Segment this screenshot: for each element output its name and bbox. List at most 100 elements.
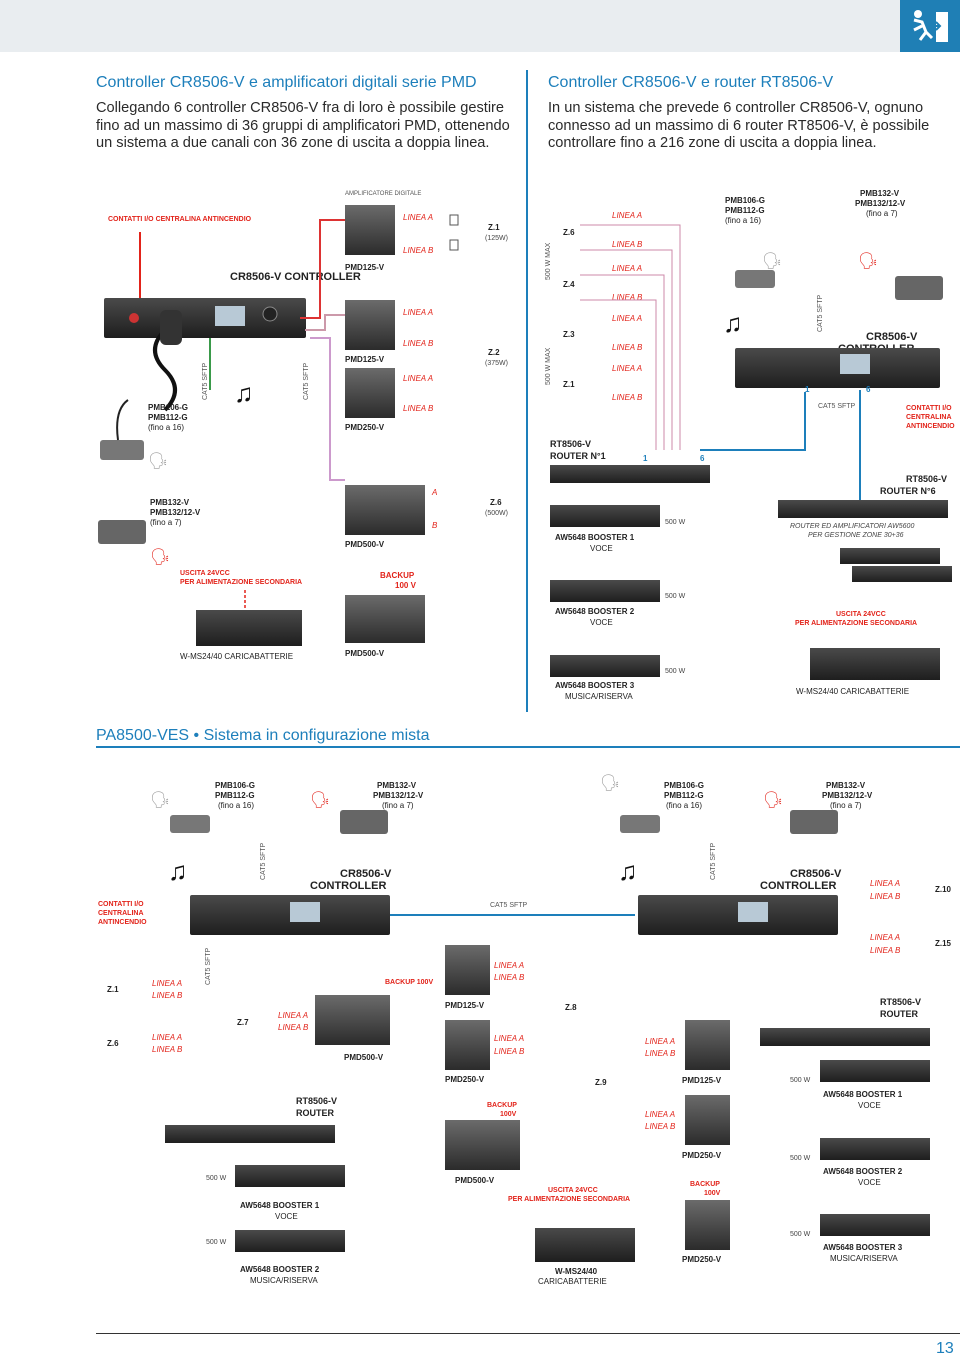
svg-text:Z.10: Z.10 xyxy=(935,885,952,894)
section-text-pmd: Collegando 6 controller CR8506-V fra di … xyxy=(96,100,510,151)
svg-text:Z.8: Z.8 xyxy=(565,1003,577,1012)
svg-text:LINEA B: LINEA B xyxy=(152,991,183,1000)
svg-text:LINEA B: LINEA B xyxy=(278,1023,309,1032)
booster1-device xyxy=(550,505,660,527)
svg-text:Z.1: Z.1 xyxy=(488,223,500,232)
section-text-router: In un sistema che prevede 6 controller C… xyxy=(548,100,930,151)
svg-text:LINEA A: LINEA A xyxy=(870,933,900,942)
pmd500-device-1 xyxy=(345,485,425,535)
pmd125-device-m2 xyxy=(685,1020,730,1070)
svg-text:Z.4: Z.4 xyxy=(563,280,575,289)
svg-text:LINEA B: LINEA B xyxy=(403,404,434,413)
svg-text:CAT5 SFTP: CAT5 SFTP xyxy=(817,294,824,332)
svg-text:LINEA B: LINEA B xyxy=(645,1049,676,1058)
svg-text:PMD500-V: PMD500-V xyxy=(345,649,385,658)
svg-text:W-MS24/40 CARICABATTERIE: W-MS24/40 CARICABATTERIE xyxy=(796,687,909,696)
svg-text:1: 1 xyxy=(805,385,810,394)
paging-mic-r1 xyxy=(735,270,775,288)
section-title-router: Controller CR8506-V e router RT8506-V xyxy=(548,74,834,91)
svg-text:LINEA B: LINEA B xyxy=(612,393,643,402)
svg-text:CAT5 SFTP: CAT5 SFTP xyxy=(818,403,856,410)
svg-text:500 W MAX: 500 W MAX xyxy=(545,242,552,280)
svg-text:PMD125-V: PMD125-V xyxy=(345,263,385,272)
svg-text:PMD125-V: PMD125-V xyxy=(445,1001,485,1010)
amp-dig-label: AMPLIFICATORE DIGITALE xyxy=(345,191,421,197)
svg-text:CAT5 SFTP: CAT5 SFTP xyxy=(202,362,209,400)
svg-text:LINEA A: LINEA A xyxy=(403,213,433,222)
svg-text:PMD250-V: PMD250-V xyxy=(682,1255,722,1264)
svg-text:LINEA B: LINEA B xyxy=(494,1047,525,1056)
svg-text:LINEA B: LINEA B xyxy=(494,973,525,982)
music-note-icon: ♫ xyxy=(234,378,254,408)
svg-text:LINEA A: LINEA A xyxy=(403,374,433,383)
svg-text:LINEA A: LINEA A xyxy=(612,264,642,273)
section-title-pmd: Controller CR8506-V e amplificatori digi… xyxy=(96,74,477,91)
svg-text:LINEA B: LINEA B xyxy=(612,293,643,302)
svg-text:PMD500-V: PMD500-V xyxy=(345,540,385,549)
contatti-label: CONTATTI I/O CENTRALINA ANTINCENDIO xyxy=(108,216,252,223)
speaking-head-red-icon-m2: 🗣 xyxy=(763,791,783,809)
svg-text:PMD125-V: PMD125-V xyxy=(682,1076,722,1085)
charger-device-m xyxy=(535,1228,635,1262)
svg-text:LINEA A: LINEA A xyxy=(152,979,182,988)
speaking-head-red-icon: 🗣 xyxy=(150,548,170,566)
diagram-router: 500 W MAX 500 W MAX Z.6 Z.4 Z.3 Z.1 LINE… xyxy=(545,189,955,701)
svg-text:(500W): (500W) xyxy=(485,510,508,517)
speaking-head-icon-m2: 🗣 xyxy=(600,774,620,792)
svg-text:PMD125-V: PMD125-V xyxy=(345,355,385,364)
controller-label: CR8506-V CONTROLLER xyxy=(230,271,361,283)
svg-text:CAT5 SFTP: CAT5 SFTP xyxy=(303,362,310,400)
svg-text:Z.6: Z.6 xyxy=(563,228,575,237)
svg-text:LINEA A: LINEA A xyxy=(612,364,642,373)
svg-text:500 W MAX: 500 W MAX xyxy=(545,347,552,385)
svg-text:6: 6 xyxy=(700,454,705,463)
svg-text:LINEA A: LINEA A xyxy=(403,308,433,317)
booster2-device xyxy=(550,580,660,602)
svg-text:LINEA B: LINEA B xyxy=(403,339,434,348)
svg-text:LINEA A: LINEA A xyxy=(612,211,642,220)
music-note-icon-r: ♫ xyxy=(723,308,743,338)
pmd250-device-m3 xyxy=(685,1200,730,1250)
pmd250-device-m2 xyxy=(685,1095,730,1145)
svg-text:Z.1: Z.1 xyxy=(107,985,119,994)
svg-text:LINEA B: LINEA B xyxy=(645,1122,676,1131)
svg-text:500 W: 500 W xyxy=(665,593,686,600)
svg-text:Z.1: Z.1 xyxy=(563,380,575,389)
pmd125-device-m xyxy=(445,945,490,995)
svg-text:500 W: 500 W xyxy=(206,1175,227,1182)
svg-text:BACKUP 100V: BACKUP 100V xyxy=(385,979,433,986)
svg-text:Z.9: Z.9 xyxy=(595,1078,607,1087)
section-title-mixed: PA8500-VES • Sistema in configurazione m… xyxy=(96,727,430,744)
svg-text:500 W: 500 W xyxy=(790,1155,811,1162)
music-note-icon-m2: ♫ xyxy=(618,856,638,886)
svg-text:Z.3: Z.3 xyxy=(563,330,575,339)
svg-text:Z.6: Z.6 xyxy=(107,1039,119,1048)
svg-text:CAT5 SFTP: CAT5 SFTP xyxy=(260,842,267,880)
svg-text:Z.7: Z.7 xyxy=(237,1018,249,1027)
svg-text:CAT5 SFTP: CAT5 SFTP xyxy=(490,902,528,909)
music-note-icon-m1: ♫ xyxy=(168,856,188,886)
router6-device xyxy=(778,500,948,518)
svg-text:LINEA B: LINEA B xyxy=(870,946,901,955)
speaking-head-red-icon-m1: 🗣 xyxy=(310,791,330,809)
svg-text:LINEA B: LINEA B xyxy=(612,343,643,352)
paging-mic-small xyxy=(100,440,144,460)
